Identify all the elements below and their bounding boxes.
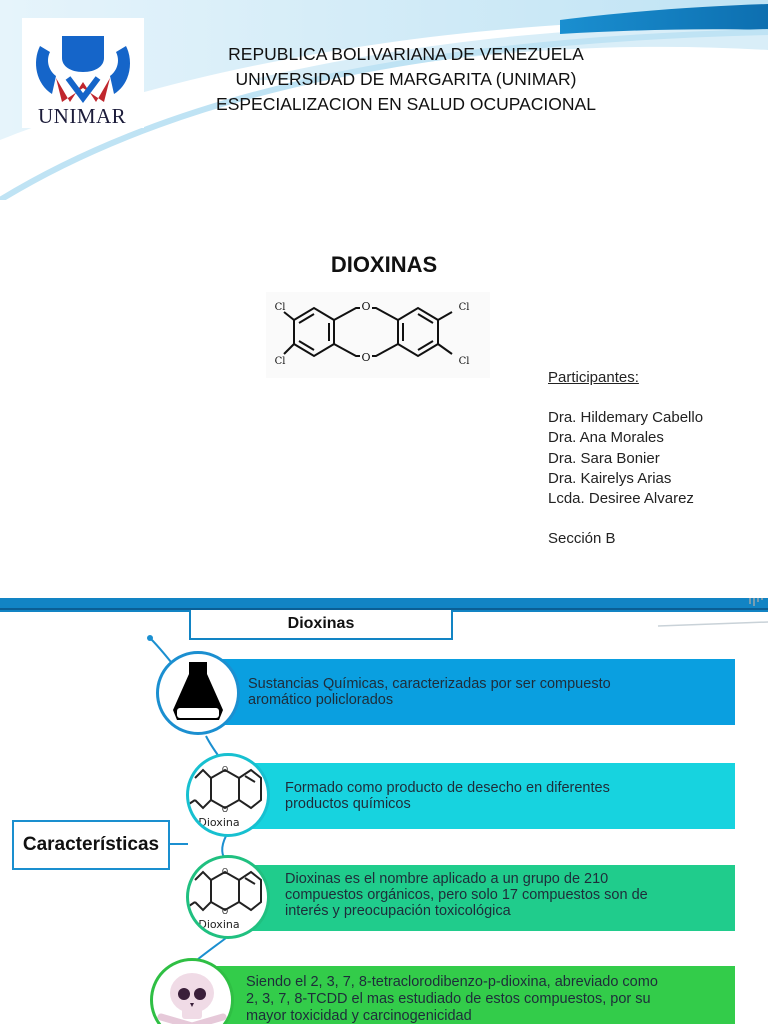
flask-icon: [173, 662, 223, 720]
skull-circle: [150, 958, 234, 1024]
top-bar-line: [0, 608, 768, 610]
chlorine-label: Cl: [275, 356, 286, 367]
card-line: mayor toxicidad y carcinogenicidad: [246, 1008, 472, 1024]
header-line: ESPECIALIZACION EN SALUD OCUPACIONAL: [216, 94, 596, 114]
participant-name: Dra. Hildemary Cabello: [548, 409, 704, 427]
header-line: REPUBLICA BOLIVARIANA DE VENEZUELA: [228, 44, 584, 64]
oxygen-label: O: [222, 907, 228, 916]
caracteristicas-label: Características: [12, 820, 170, 870]
chlorine-label: Cl: [459, 302, 470, 313]
logo-text: UNIMAR: [38, 104, 127, 128]
card-line: interés y preocupación toxicológica: [285, 903, 511, 919]
characteristic-card: Siendo el 2, 3, 7, 8-tetraclorodibenzo-p…: [196, 966, 735, 1024]
oxygen-label: O: [222, 765, 228, 774]
card-line: Siendo el 2, 3, 7, 8-tetraclorodibenzo-p…: [246, 974, 658, 990]
header-swoosh: [0, 0, 768, 200]
card-line: aromático policlorados: [248, 692, 394, 708]
oxygen-label: O: [361, 300, 370, 313]
slide-tab-title: Dioxinas: [189, 610, 453, 640]
card-line: Dioxinas es el nombre aplicado a un grup…: [285, 871, 609, 887]
oxygen-label: O: [222, 805, 228, 814]
characteristic-card: Dioxinas es el nombre aplicado a un grup…: [238, 865, 735, 931]
card-line: Formado como producto de desecho en dife…: [285, 780, 610, 796]
characteristic-card: Sustancias Químicas, caracterizadas por …: [200, 659, 735, 725]
participant-name: Lcda. Desiree Alvarez: [548, 490, 694, 508]
chlorine-label: Cl: [459, 356, 470, 367]
card-line: compuestos orgánicos, pero solo 17 compu…: [285, 887, 648, 903]
card-line: Sustancias Químicas, caracterizadas por …: [248, 676, 611, 692]
dioxin-molecule-diagram: O O Cl Cl Cl Cl: [266, 292, 490, 378]
dioxin-structure-circle: O O Dioxina: [186, 753, 270, 837]
participants-label: Participantes:: [548, 369, 639, 386]
dioxin-structure-circle: O O Dioxina: [186, 855, 270, 939]
dioxin-structure-icon: O O Dioxina: [189, 867, 262, 931]
section-label: Sección B: [548, 530, 616, 548]
chlorine-label: Cl: [275, 302, 286, 313]
skull-icon: [157, 973, 227, 1024]
unimar-logo: [22, 18, 144, 128]
dioxina-caption: Dioxina: [198, 918, 239, 931]
header-line: UNIVERSIDAD DE MARGARITA (UNIMAR): [235, 69, 577, 89]
corner-decoration: [657, 598, 768, 627]
flask-circle: [156, 651, 240, 735]
card-line: 2, 3, 7, 8-TCDD el mas estudiado de esto…: [246, 991, 651, 1007]
title-slide: UNIMAR REPUBLICA BOLIVARIANA DE VENEZUEL…: [0, 0, 768, 549]
dioxina-caption: Dioxina: [198, 816, 239, 829]
participant-name: Dra. Ana Morales: [548, 429, 664, 447]
characteristic-card: Formado como producto de desecho en dife…: [238, 763, 735, 829]
oxygen-label: O: [222, 867, 228, 876]
slide-title: DIOXINAS: [330, 252, 438, 277]
characteristics-slide: Dioxinas Características Sustancias Quím…: [0, 598, 768, 1024]
dioxin-structure-icon: O O Dioxina: [189, 765, 262, 829]
card-line: productos químicos: [285, 796, 411, 812]
participants-block: Participantes: Dra. Hildemary Cabello Dr…: [548, 368, 703, 549]
participant-name: Dra. Kairelys Arias: [548, 469, 672, 487]
oxygen-label: O: [361, 351, 370, 364]
participant-name: Dra. Sara Bonier: [548, 449, 660, 467]
institution-header: REPUBLICA BOLIVARIANA DE VENEZUELA UNIVE…: [190, 42, 622, 117]
